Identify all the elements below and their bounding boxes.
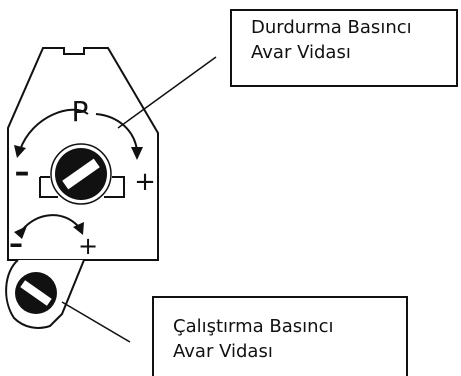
lower-minus-sign: –	[9, 227, 23, 260]
start-screw-slot	[18, 278, 54, 308]
upper-adjust-arc	[19, 108, 89, 151]
stop-screw-bracket	[39, 176, 125, 198]
stop-pressure-label-line2: Avar Vidası	[251, 42, 351, 63]
stop-pressure-label-box: Durdurma Basıncı Avar Vidası	[230, 9, 458, 87]
lower-adjust-arc	[21, 214, 79, 231]
start-pressure-label-box: Çalıştırma Basıncı Avar Vidası	[152, 296, 408, 376]
upper-minus-sign: –	[15, 155, 30, 190]
pressure-symbol: P	[72, 95, 89, 128]
lower-plus-sign: +	[78, 232, 98, 260]
arrowhead-left	[14, 145, 26, 158]
arrowhead-right	[131, 147, 143, 160]
stop-pressure-label-line1: Durdurma Basıncı	[251, 17, 412, 38]
stop-screw-leader-line	[117, 56, 217, 129]
upper-plus-sign: +	[134, 167, 156, 197]
stop-screw-slot	[60, 157, 102, 191]
start-pressure-label-line2: Avar Vidası	[173, 341, 273, 362]
start-pressure-label-line1: Çalıştırma Basıncı	[173, 316, 334, 337]
start-screw-leader-line	[61, 301, 131, 343]
